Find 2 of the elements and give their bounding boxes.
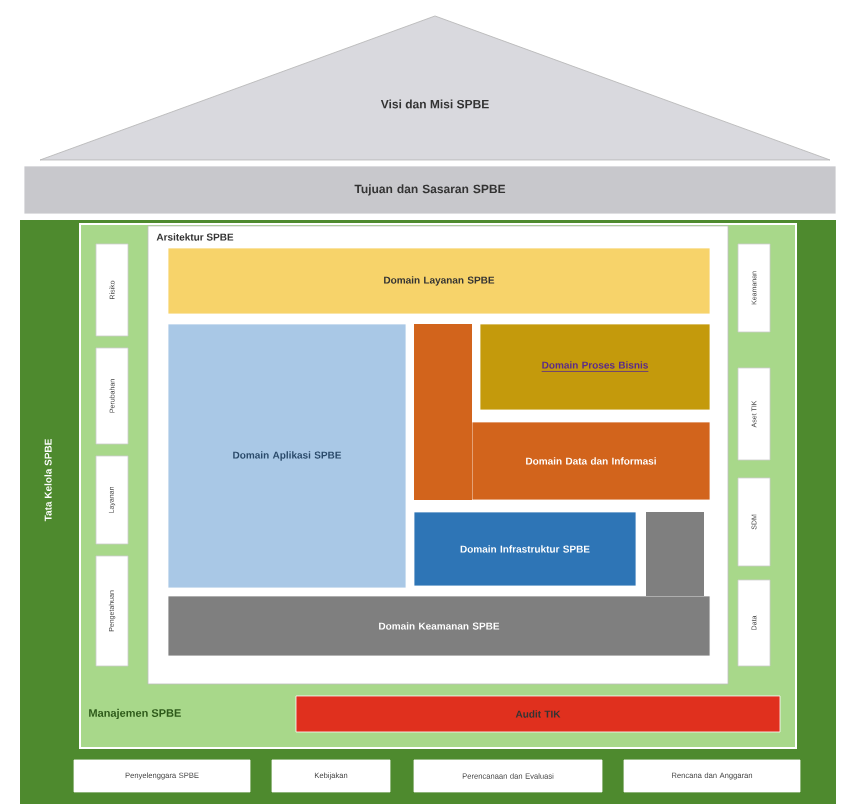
domain-bar: [414, 323, 472, 500]
domain-bar: [646, 512, 704, 596]
